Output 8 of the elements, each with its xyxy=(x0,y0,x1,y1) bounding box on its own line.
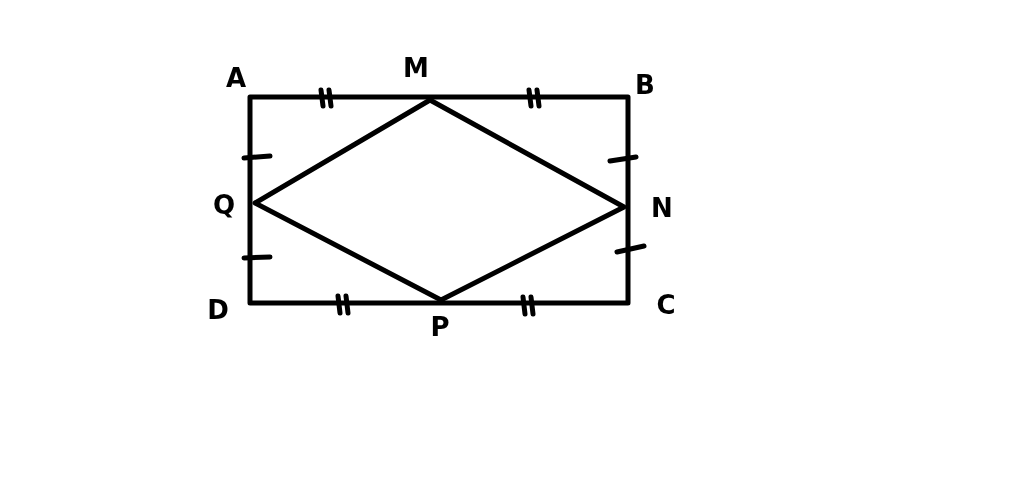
point-label: M xyxy=(403,53,429,83)
point-label: A xyxy=(225,63,247,93)
point-label: Q xyxy=(212,190,236,220)
point-label: C xyxy=(656,290,676,320)
point-label: P xyxy=(430,312,450,342)
point-label: N xyxy=(651,193,673,223)
point-label: B xyxy=(635,70,655,100)
point-label: D xyxy=(207,295,229,325)
